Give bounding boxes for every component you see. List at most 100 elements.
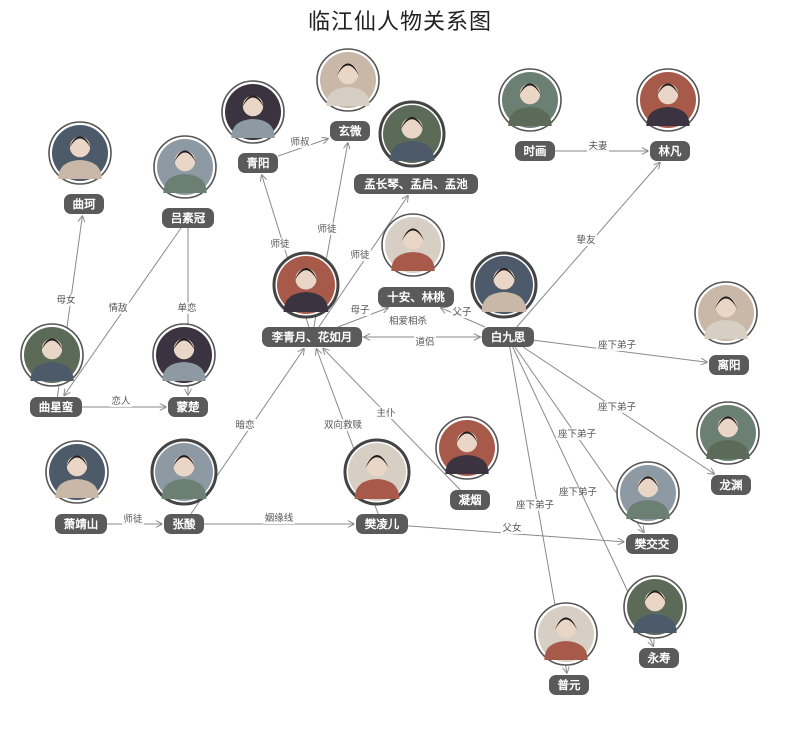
avatar-hair [336, 63, 360, 76]
avatar-hair [68, 136, 92, 149]
avatar-face [555, 617, 577, 639]
node-shian[interactable]: 十安、林桃 [378, 213, 454, 307]
name-pill [64, 194, 104, 214]
avatar-hair [40, 338, 64, 351]
edge-label: 主仆 [376, 407, 396, 419]
edge-liqingyue-shian [337, 308, 388, 328]
edge-label-bg [263, 512, 295, 524]
node-name: 樊凌儿 [365, 517, 400, 531]
avatar-face [41, 338, 63, 360]
node-mengchu[interactable]: 蒙楚 [152, 323, 216, 417]
edge-liqingyue-mengzhang [318, 196, 408, 328]
node-name: 萧靖山 [64, 517, 99, 531]
edge-label-bg [514, 499, 556, 511]
node-yongshou[interactable]: 永寿 [623, 575, 687, 668]
avatar-body [55, 479, 99, 498]
avatar-hair [172, 455, 196, 468]
node-baijiusi[interactable]: 白九思 [470, 251, 538, 347]
node-name: 曲星蛮 [39, 400, 74, 414]
edge-label: 挚友 [576, 234, 596, 246]
node-qingyang[interactable]: 青阳 [221, 80, 285, 173]
node-xuanwei[interactable]: 玄微 [316, 48, 380, 141]
avatar-body [354, 479, 400, 499]
name-pill [549, 675, 589, 695]
node-name: 樊交交 [635, 537, 670, 551]
name-pill [639, 648, 679, 668]
avatar-body [481, 292, 527, 312]
avatar-hair [636, 476, 660, 489]
node-xiaojingshan[interactable]: 萧靖山 [45, 440, 109, 534]
avatar-body [706, 440, 750, 459]
name-pill [711, 475, 751, 495]
node-puyuan[interactable]: 普元 [534, 602, 598, 695]
avatar-body [646, 107, 690, 126]
node-fanjiaojiao[interactable]: 樊交交 [616, 461, 680, 554]
avatar-body [445, 455, 489, 474]
avatar-hair [401, 228, 425, 241]
node-lvsuguan[interactable]: 吕素冠 [153, 135, 217, 228]
name-pill [55, 514, 107, 534]
avatar-hair [294, 268, 318, 281]
nodes-layer: 李青月、花如月白九思张酸樊凌儿 孟长琴、孟启、孟池 青阳 玄微时画 林凡 曲珂吕素冠 十安、… [20, 48, 760, 695]
name-pill [262, 327, 362, 347]
avatar-face [657, 83, 679, 105]
node-quxingman[interactable]: 曲星蛮 [20, 323, 84, 417]
node-shihua[interactable]: 时画 [498, 68, 562, 161]
edge-label-bg [122, 513, 144, 525]
avatar-hair [241, 95, 265, 108]
avatar-body [633, 614, 677, 633]
name-pill [378, 287, 454, 307]
avatar-face [337, 63, 359, 85]
avatar-face [402, 228, 424, 250]
avatar-face [401, 117, 423, 139]
edge-label-bg [557, 486, 599, 498]
node-name: 青阳 [247, 156, 270, 170]
node-name: 蒙楚 [177, 400, 200, 414]
avatar-hair [554, 617, 578, 630]
node-name: 孟长琴、孟启、孟池 [364, 177, 468, 191]
node-ningyan[interactable]: 凝烟 [435, 416, 499, 510]
edge-label: 座下弟子 [559, 486, 598, 498]
node-name: 时画 [524, 144, 547, 158]
node-mengzhang[interactable]: 孟长琴、孟启、孟池 [354, 100, 478, 194]
node-zhangsuan[interactable]: 张酸 [150, 438, 218, 534]
node-liyang[interactable]: 离阳 [694, 281, 758, 375]
edge-label-bg [176, 302, 198, 314]
node-name: 林凡 [659, 144, 682, 158]
avatar-face [173, 455, 195, 477]
avatar-hair [172, 338, 196, 351]
avatar-face [174, 150, 196, 172]
edge-label-bg [375, 407, 397, 419]
edge-label-bg [387, 315, 429, 327]
name-pill [162, 208, 214, 228]
avatar-body [391, 252, 435, 271]
node-linfan[interactable]: 林凡 [636, 68, 700, 161]
node-longyuan[interactable]: 龙渊 [696, 401, 760, 495]
avatar-hair [365, 455, 389, 468]
avatar-hair [65, 455, 89, 468]
edge-label: 道侣 [415, 336, 434, 348]
edge-label: 座下弟子 [516, 499, 555, 511]
edge-label-bg [556, 428, 598, 440]
avatar-body [326, 87, 370, 106]
avatar-hair [455, 431, 479, 444]
node-liqingyue[interactable]: 李青月、花如月 [262, 251, 362, 347]
avatar-hair [656, 83, 680, 96]
edge-label-bg [322, 419, 364, 431]
node-name: 白九思 [491, 330, 526, 344]
edge-baijiusi-liyang [533, 339, 707, 362]
node-name: 吕素冠 [171, 211, 206, 225]
name-pill [515, 141, 555, 161]
edge-label-bg [269, 238, 291, 250]
node-quke[interactable]: 曲珂 [48, 121, 112, 214]
edge-label: 师徒 [270, 238, 290, 250]
name-pill [626, 534, 678, 554]
edge-label-bg [234, 419, 256, 431]
avatar-face [717, 416, 739, 438]
edge-label: 师徒 [350, 249, 370, 261]
edge-label: 恋人 [111, 395, 131, 407]
node-fanlinger[interactable]: 樊凌儿 [343, 438, 411, 534]
name-pill [450, 490, 490, 510]
node-name: 普元 [558, 678, 581, 692]
avatar-body [30, 362, 74, 381]
